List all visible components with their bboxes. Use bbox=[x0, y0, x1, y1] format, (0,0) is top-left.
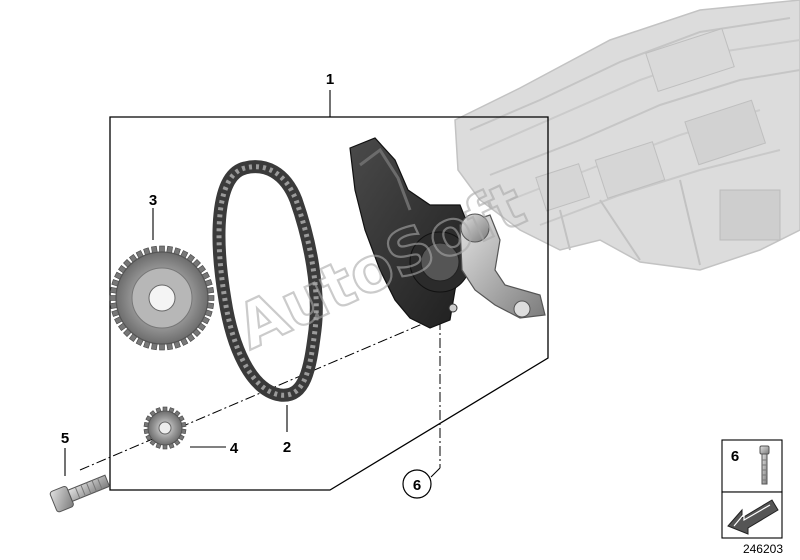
engine-block-background bbox=[454, 0, 800, 271]
callout-1: 1 bbox=[326, 71, 334, 88]
image-code: 246203 bbox=[743, 542, 783, 556]
callout-4: 4 bbox=[230, 440, 239, 457]
legend-label-6: 6 bbox=[731, 448, 739, 465]
callout-6-circle: 6 bbox=[402, 469, 432, 499]
legend-arrow-icon bbox=[727, 499, 779, 535]
callout-3: 3 bbox=[149, 192, 157, 209]
bolt bbox=[49, 474, 111, 513]
callout-2: 2 bbox=[283, 439, 291, 456]
large-sprocket bbox=[109, 245, 215, 351]
timing-chain bbox=[212, 160, 323, 402]
legend-screw-icon bbox=[759, 445, 770, 485]
legend-box: 6 bbox=[721, 439, 783, 539]
small-sprocket bbox=[143, 406, 187, 450]
leader-line-6 bbox=[430, 467, 441, 478]
chain-tensioner-assembly bbox=[349, 137, 546, 329]
callout-5: 5 bbox=[61, 430, 69, 447]
group-frame bbox=[109, 116, 549, 491]
callout-6: 6 bbox=[413, 477, 421, 494]
